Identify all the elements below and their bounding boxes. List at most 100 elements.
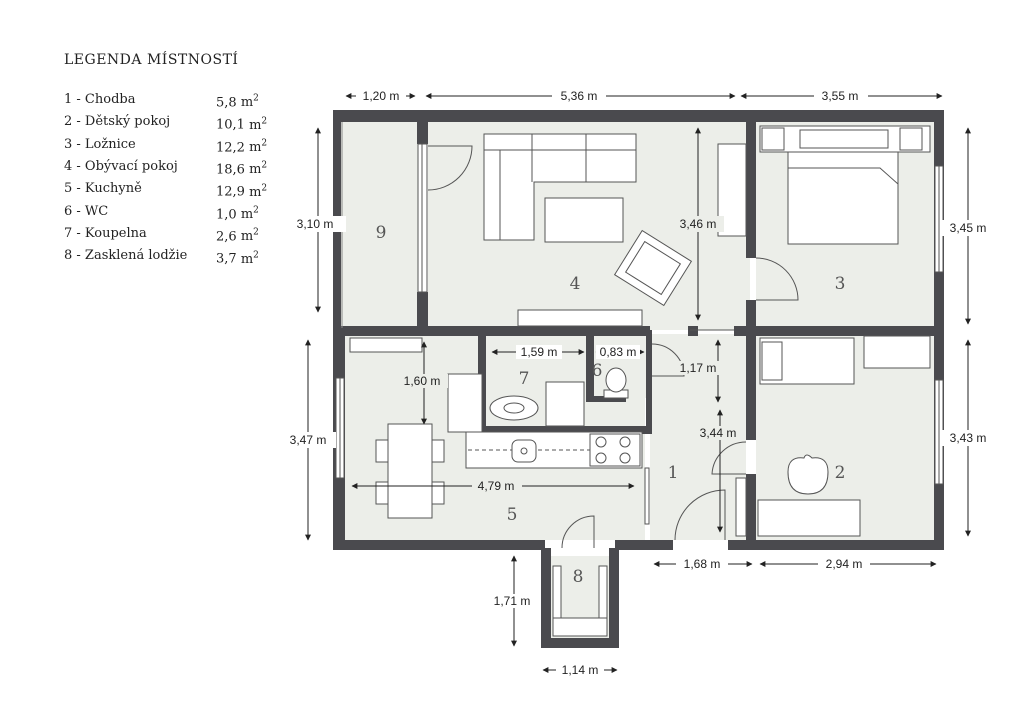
legend-room-area: 5,8 m2 [216,90,259,112]
area-unit-base: m [240,95,254,111]
door-room-9 [427,145,473,191]
dim-kitchen-width: 4,79 m [478,479,515,493]
wall-9-4-top [417,122,428,144]
dim-top-mid: 5,36 m [561,89,598,103]
wall-mid-hall [688,326,698,336]
tv-cabinet [517,309,643,327]
dim-kitchen-depth: 1,60 m [404,374,441,388]
wall-mid-left [333,326,478,336]
dim-hall-upper: 1,17 m [680,361,717,375]
dim-top-left: 1,20 m [363,89,400,103]
loggia-bench [552,617,608,637]
corner-sofa [483,133,637,241]
wall-hall-2-upper [746,330,756,440]
area-unit: m2 [245,138,268,155]
area-unit-base: m [249,184,262,200]
area-value: 5,8 [216,95,237,111]
room-number-4: 4 [570,274,581,294]
area-unit: m2 [245,160,268,177]
wall-bottom-mid [615,540,673,550]
dim-loggia-width: 1,14 m [562,663,599,677]
dim-left-upper: 3,10 m [297,217,334,231]
legend-title: LEGENDA MÍSTNOSTÍ [64,52,239,68]
dim-top-right: 3,55 m [822,89,859,103]
legend-room-area: 3,7 m2 [216,246,259,268]
legend-room-area: 12,9 m2 [216,179,267,201]
kids-chair [787,454,829,495]
dimension-labels: 1,20 m 5,36 m 3,55 m 3,10 m 3,47 m 3,45 … [282,88,996,677]
kitchen-upper-cabinet [349,337,423,353]
area-unit-base: m [240,251,254,267]
area-unit-exponent: 2 [261,116,268,127]
area-unit-base: m [249,117,262,133]
dim-living-height: 3,46 m [680,217,717,231]
wall-4-3-top [746,122,756,258]
legend-item: 2 - Dětský pokoj 10,1 m2 [64,112,314,134]
area-unit: m2 [237,227,259,244]
wall-hall-2-lower [746,474,756,548]
wall-bottom-left [333,540,545,550]
wall-loggia-right [609,548,619,648]
wall-bath-bottom [478,426,650,434]
area-value: 1,0 [216,206,237,222]
area-unit-exponent: 2 [253,250,259,261]
dim-bath-width: 1,59 m [521,345,558,359]
area-value: 2,6 [216,229,237,245]
sliding-door [644,467,650,525]
wall-9-4-bottom [417,292,428,330]
dim-right-upper: 3,45 m [950,221,987,235]
coffee-table [544,197,624,243]
area-unit-exponent: 2 [261,160,268,171]
area-unit-base: m [249,139,262,155]
dim-wc-width: 0,83 m [600,345,637,359]
room-number-2: 2 [835,463,846,483]
wall-loggia-bottom [541,638,619,648]
legend-room-name: 5 - Kuchyně [64,181,142,197]
room-number-6: 6 [592,361,603,381]
kitchen-fridge [447,373,483,433]
legend-room-name: 1 - Chodba [64,92,136,107]
area-unit-exponent: 2 [261,138,268,149]
dining-table [387,423,433,519]
kids-desk [757,499,861,537]
legend-room-name: 8 - Zasklená lodžie [64,248,188,264]
legend-item: 5 - Kuchyně 12,9 m2 [64,179,314,201]
area-unit: m2 [237,94,259,111]
legend-item: 1 - Chodba 5,8 m2 [64,90,314,112]
furniture [349,125,931,637]
wall-wc-bottom [586,396,626,402]
room-number-1: 1 [668,463,679,483]
armchair [613,229,693,307]
legend-item: 8 - Zasklená lodžie 3,7 m2 [64,246,314,268]
area-unit-exponent: 2 [253,227,259,238]
legend-room-area: 10,1 m2 [216,112,267,134]
room-number-3: 3 [835,274,846,294]
wall-top [333,110,944,122]
dim-bottom-hall: 1,68 m [684,557,721,571]
area-unit: m2 [237,250,259,267]
room-numbers: 1 2 3 4 5 6 7 8 9 [376,223,846,587]
wall-mid-bath [478,326,650,336]
hall-wardrobe [735,477,747,537]
legend-room-name: 2 - Dětský pokoj [64,114,171,130]
area-unit: m2 [245,183,267,200]
dim-loggia-height: 1,71 m [494,594,531,608]
area-value: 18,6 [216,162,245,178]
floor-room-9 [341,118,421,330]
legend-room-area: 12,2 m2 [216,135,267,157]
room-number-5: 5 [507,505,518,525]
door-room-3 [755,257,799,301]
area-unit: m2 [245,116,268,133]
area-value: 3,7 [216,251,237,267]
wall-mid-right [734,326,944,336]
double-bed [787,151,899,245]
wall-loggia-left [541,548,551,648]
kids-shelf [863,335,931,369]
washing-machine [545,381,585,427]
wall-bath-wc [586,330,594,398]
legend-room-name: 6 - WC [64,203,109,219]
